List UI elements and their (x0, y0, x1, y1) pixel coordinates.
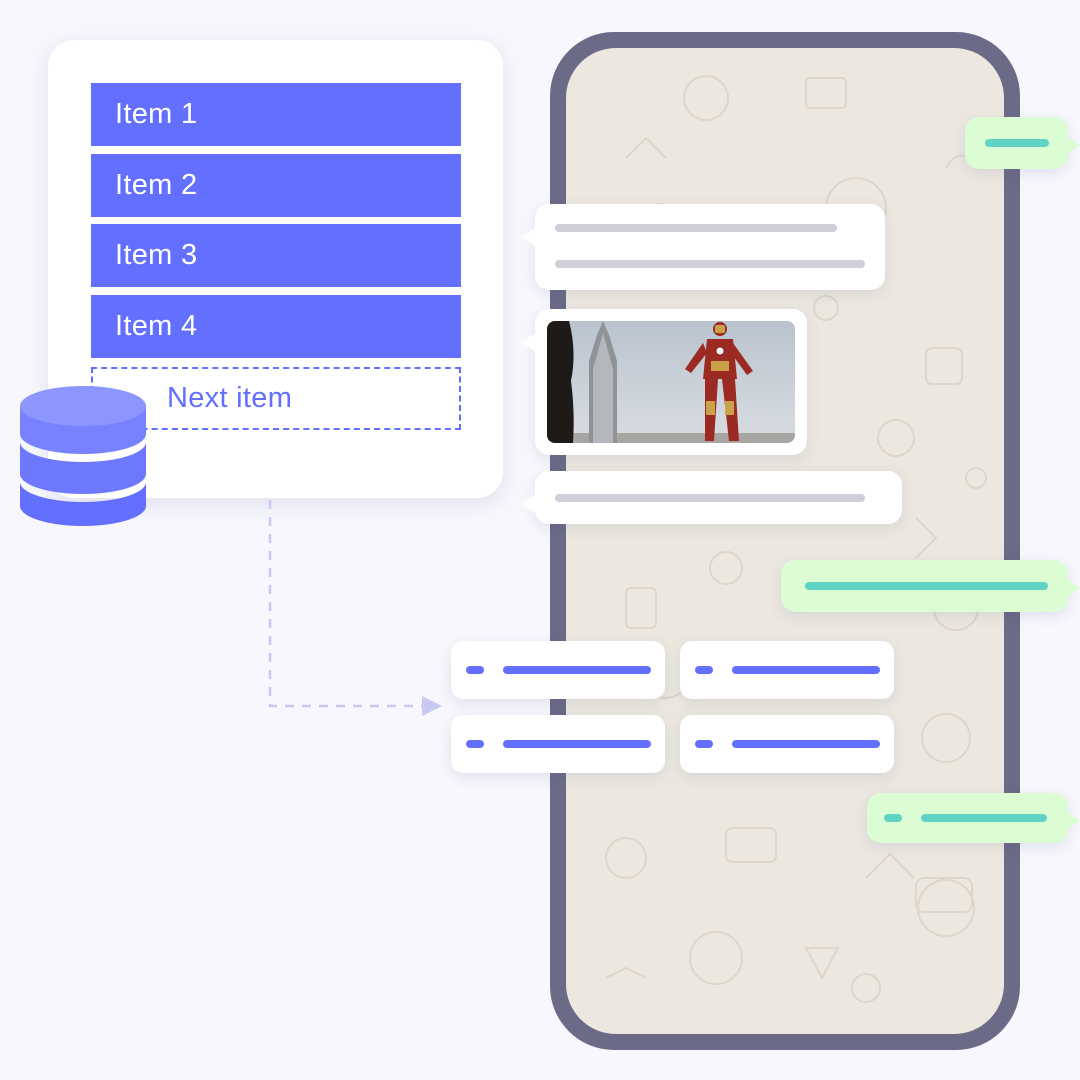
option-text-line (503, 666, 651, 674)
option-text-line (732, 740, 880, 748)
message-text-line (921, 814, 1047, 822)
list-item[interactable]: Item 3 (91, 224, 461, 287)
option-text-line (503, 740, 651, 748)
option-bullet (466, 740, 484, 748)
option-bullet (695, 740, 713, 748)
chat-wallpaper (586, 75, 987, 1003)
outgoing-message[interactable] (781, 560, 1080, 612)
message-text-line (884, 814, 902, 822)
quick-reply-option[interactable] (680, 715, 894, 773)
items-list-card: Item 1 Item 2 Item 3 Item 4 Next item (48, 40, 503, 498)
dashed-arrow-icon (268, 500, 442, 716)
quick-reply-option[interactable] (451, 641, 665, 699)
message-text-line (985, 139, 1049, 147)
database-icon (20, 386, 146, 526)
list-item[interactable]: Item 4 (91, 295, 461, 358)
incoming-message[interactable] (521, 204, 885, 290)
quick-reply-option[interactable] (451, 715, 665, 773)
video-frame-image (547, 321, 795, 443)
message-text-line (805, 582, 1048, 590)
next-item-placeholder[interactable]: Next item (91, 367, 461, 430)
option-text-line (732, 666, 880, 674)
outgoing-message[interactable] (965, 117, 1080, 169)
quick-reply-option[interactable] (680, 641, 894, 699)
outgoing-message[interactable] (867, 793, 1080, 843)
list-item[interactable]: Item 1 (91, 83, 461, 146)
phone-frame (550, 32, 1020, 1050)
chat-screen (566, 48, 1004, 1034)
incoming-video-message[interactable] (521, 309, 807, 455)
option-bullet (466, 666, 484, 674)
message-text-line (555, 260, 865, 268)
list-item[interactable]: Item 2 (91, 154, 461, 217)
message-text-line (555, 494, 865, 502)
video-thumbnail[interactable] (547, 321, 795, 443)
incoming-message[interactable] (521, 471, 902, 524)
option-bullet (695, 666, 713, 674)
message-text-line (555, 224, 837, 232)
